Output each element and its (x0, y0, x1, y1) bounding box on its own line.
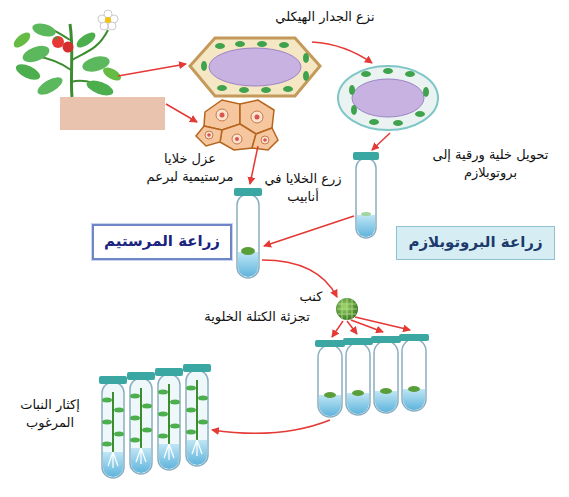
step-label: عزل خلايا مرستيمية لبرعم (144, 150, 236, 185)
step-label: تجزئة الكتلة الخلوية (188, 308, 326, 326)
method-title: زراعة المرستيم (104, 232, 220, 252)
plant (11, 10, 165, 130)
step-label: نزع الجدار الهيكلي (250, 8, 400, 26)
method-box: زراعة المرستيم (92, 224, 232, 260)
method-title: زراعة البروتوبلازم (407, 233, 544, 253)
step-label: تحويل خلية ورقية إلى بروتوبلازم (418, 146, 563, 181)
callus (336, 298, 358, 320)
method-box: زراعة البروتوبلازم (396, 226, 555, 260)
test-tubes (315, 334, 429, 417)
leaf-cell (190, 38, 320, 96)
protoplast (338, 66, 438, 130)
meristem-cells (196, 100, 278, 150)
test-tube (234, 188, 262, 278)
result-label: إكثار النبات المرغوب (8, 396, 92, 431)
callus-label: كنب (294, 288, 328, 306)
plantlet-tubes (99, 364, 211, 478)
test-tube (353, 152, 379, 238)
step-label: زرع الخلايا في أنابيب (262, 170, 344, 205)
